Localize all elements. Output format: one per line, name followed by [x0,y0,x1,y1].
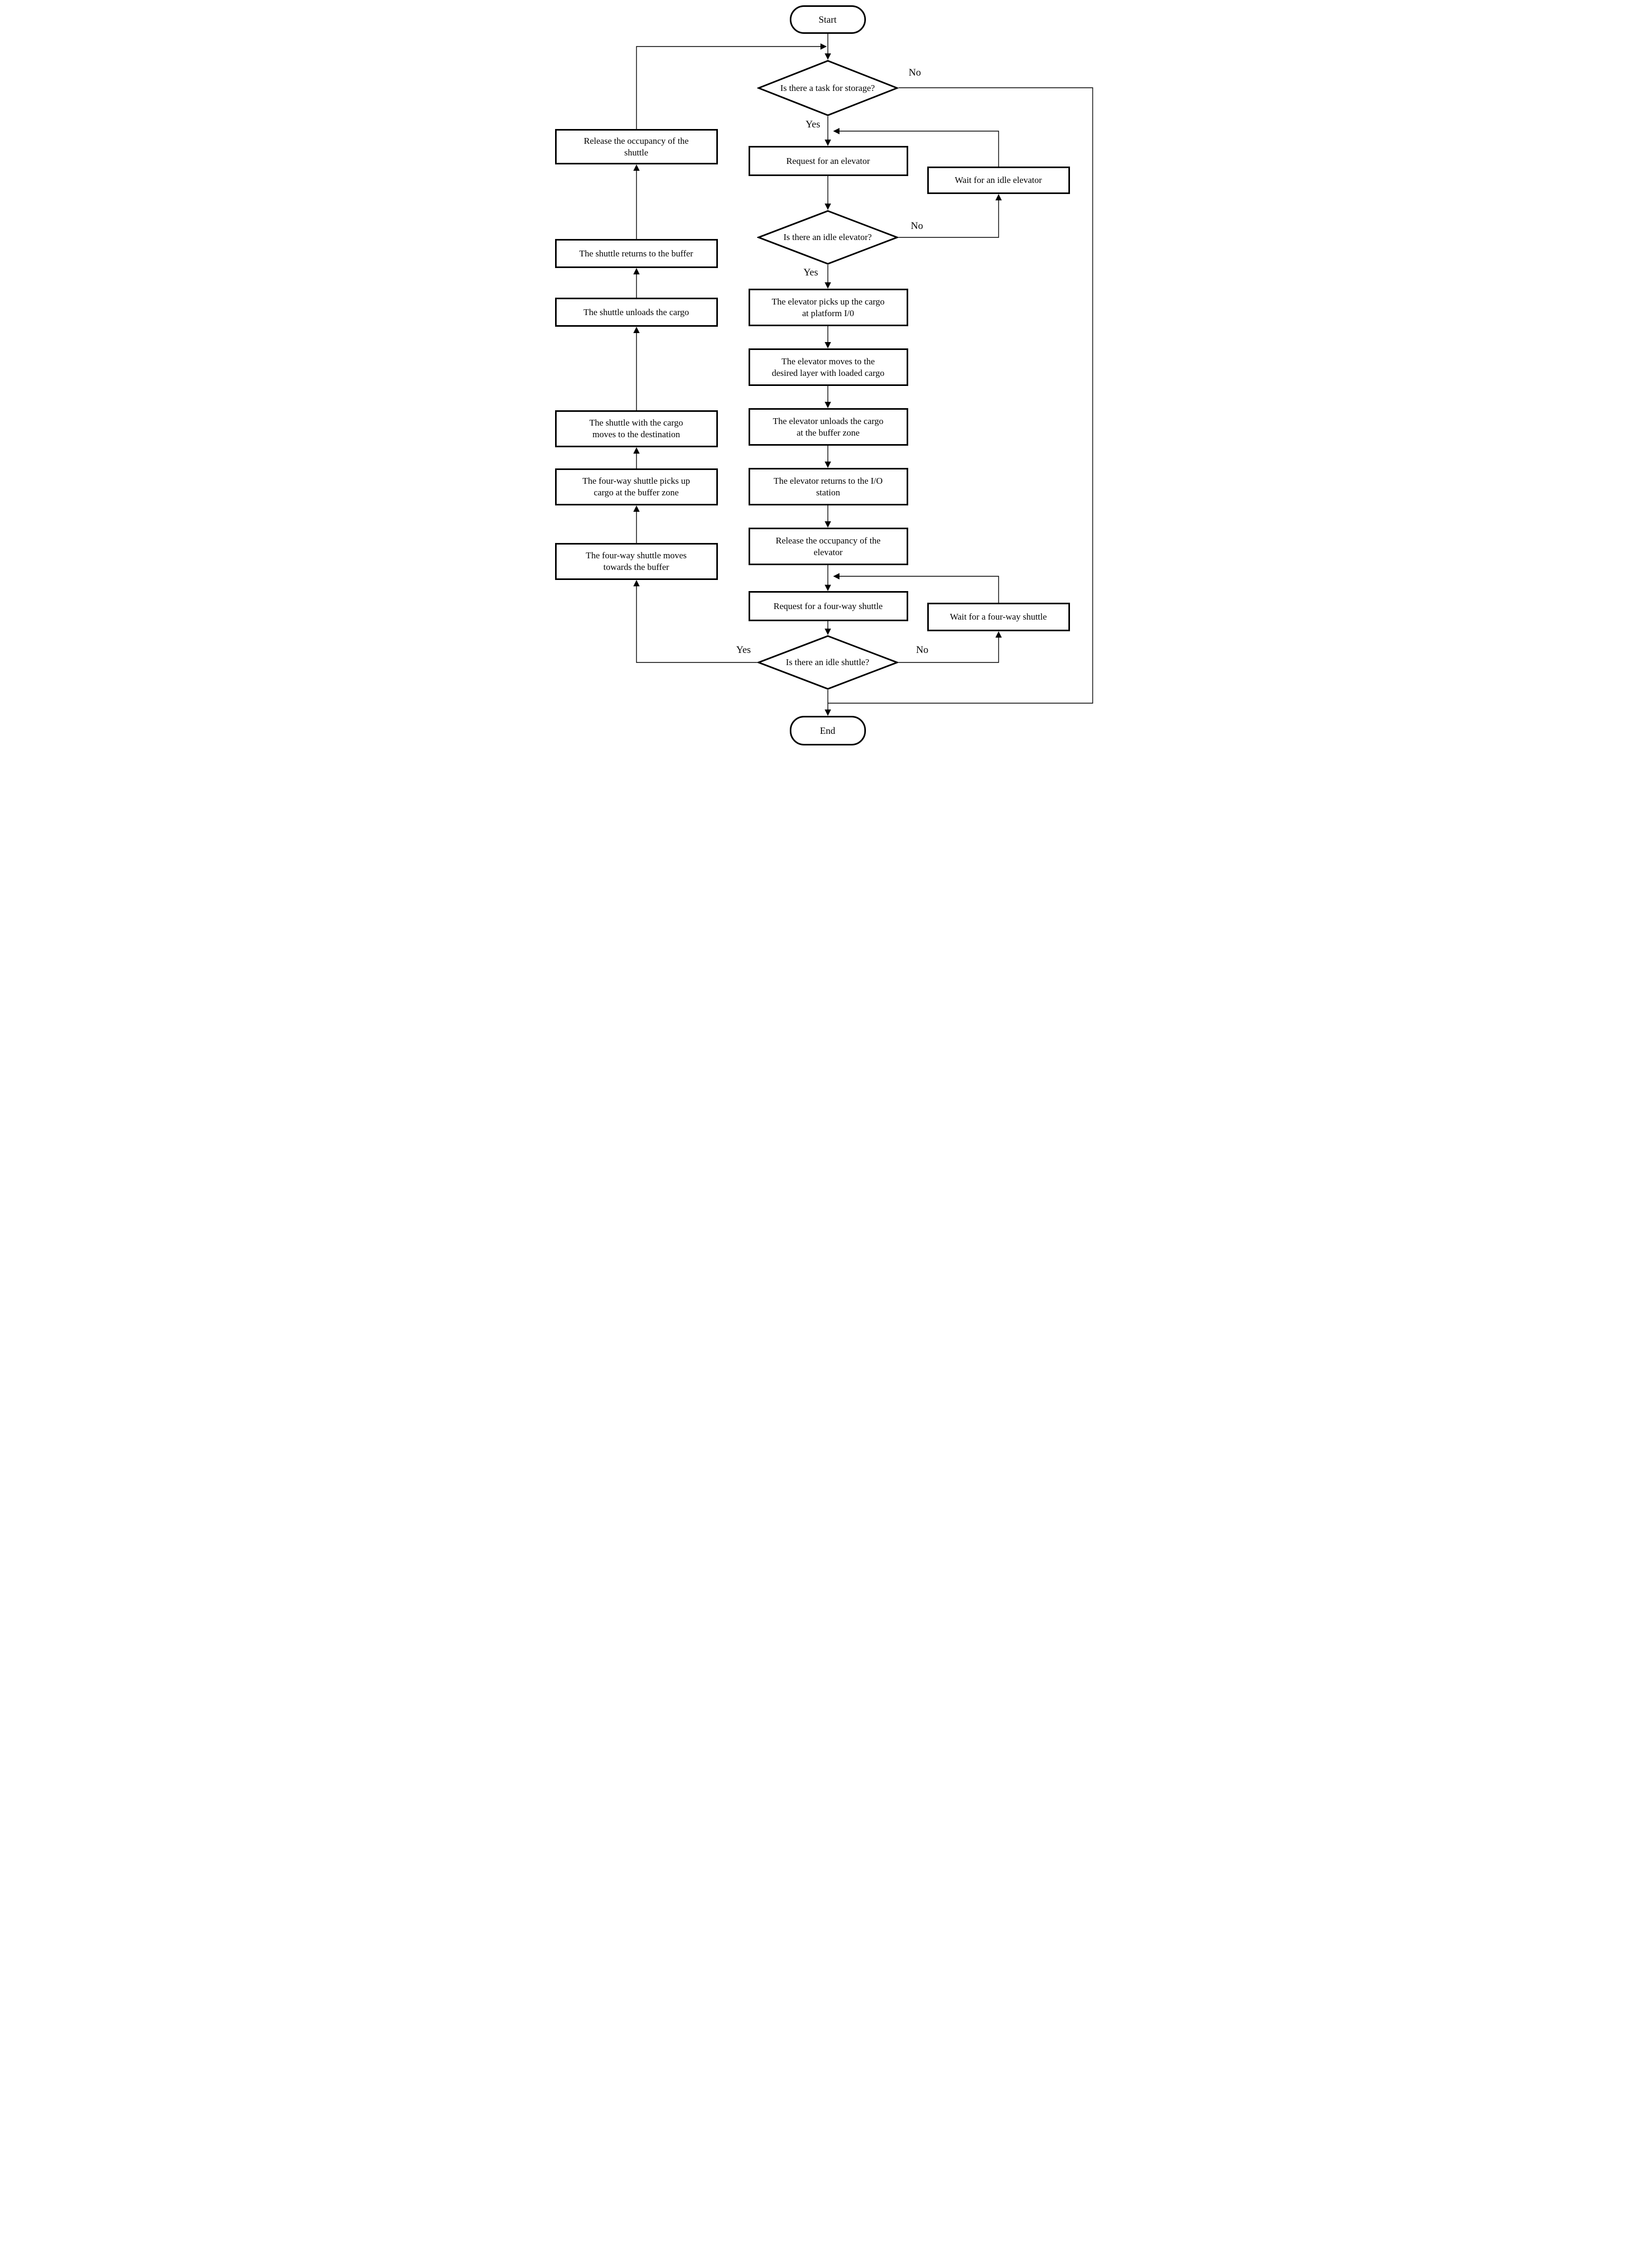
process-shuttle-moves-destination-label: The shuttle with the cargo moves to the … [589,418,684,439]
process-wait-idle-elevator-label: Wait for an idle elevator [955,175,1042,186]
edge-label-yes-idle-shuttle: Yes [736,644,751,656]
process-wait-four-way-shuttle-label: Wait for a four-way shuttle [949,612,1047,622]
process-request-elevator-label: Request for an elevator [786,155,870,166]
process-shuttle-moves-destination: The shuttle with the cargo moves to the … [555,410,718,447]
process-elevator-moves-desired-layer-label: The elevator moves to the desired layer … [771,356,885,378]
edge-label-no-idle-shuttle: No [916,644,929,656]
process-four-way-moves-buffer: The four-way shuttle moves towards the b… [555,543,718,580]
process-elevator-unloads-cargo-label: The elevator unloads the cargo at the bu… [772,416,884,438]
process-release-shuttle-occupancy: Release the occupancy of the shuttle [555,129,718,164]
decision-idle-elevator-label: Is there an idle elevator? [783,232,872,242]
process-four-way-moves-buffer-label: The four-way shuttle moves towards the b… [586,550,687,572]
diamond-shape [756,60,899,116]
terminal-start-label: Start [818,14,837,25]
diamond-shape [756,210,899,265]
decision-idle-elevator: Is there an idle elevator? [756,210,899,265]
process-elevator-moves-desired-layer: The elevator moves to the desired layer … [748,348,908,386]
flowchart: Start End Is there a task for storage? I… [550,0,1102,749]
process-request-elevator: Request for an elevator [748,146,908,176]
process-elevator-returns-io: The elevator returns to the I/O station [748,468,908,505]
process-elevator-unloads-cargo: The elevator unloads the cargo at the bu… [748,408,908,446]
process-four-way-picks-up-cargo: The four-way shuttle picks up cargo at t… [555,468,718,505]
process-elevator-picks-up-cargo-label: The elevator picks up the cargo at platf… [771,296,885,318]
process-request-four-way-shuttle: Request for a four-way shuttle [748,591,908,621]
process-release-elevator-occupancy-label: Release the occupancy of the elevator [776,535,881,557]
edge-label-yes-task-storage: Yes [805,119,820,130]
decision-idle-shuttle-label: Is there an idle shuttle? [786,657,870,667]
connector-lines [633,34,1093,716]
terminal-end: End [789,716,866,745]
process-shuttle-returns-buffer-label: The shuttle returns to the buffer [579,248,694,259]
decision-task-for-storage-label: Is there a task for storage? [780,82,875,93]
diamond-shape [756,635,899,690]
process-elevator-returns-io-label: The elevator returns to the I/O station [773,475,883,497]
terminal-start: Start [789,5,866,34]
decision-idle-shuttle: Is there an idle shuttle? [756,635,899,690]
process-shuttle-unloads-cargo: The shuttle unloads the cargo [555,298,718,327]
process-release-elevator-occupancy: Release the occupancy of the elevator [748,528,908,565]
terminal-end-label: End [820,725,835,736]
edge-label-no-idle-elevator: No [910,220,924,232]
process-four-way-picks-up-cargo-label: The four-way shuttle picks up cargo at t… [582,476,690,497]
edge-label-no-task-storage: No [908,67,921,78]
process-shuttle-unloads-cargo-label: The shuttle unloads the cargo [583,307,689,317]
process-wait-idle-elevator: Wait for an idle elevator [927,167,1070,194]
decision-task-for-storage: Is there a task for storage? [756,60,899,116]
edge-label-yes-idle-elevator: Yes [803,267,818,278]
process-wait-four-way-shuttle: Wait for a four-way shuttle [927,603,1070,631]
process-release-shuttle-occupancy-label: Release the occupancy of the shuttle [584,135,689,158]
process-shuttle-returns-buffer: The shuttle returns to the buffer [555,239,718,268]
process-request-four-way-shuttle-label: Request for a four-way shuttle [773,601,883,611]
process-elevator-picks-up-cargo: The elevator picks up the cargo at platf… [748,289,908,326]
